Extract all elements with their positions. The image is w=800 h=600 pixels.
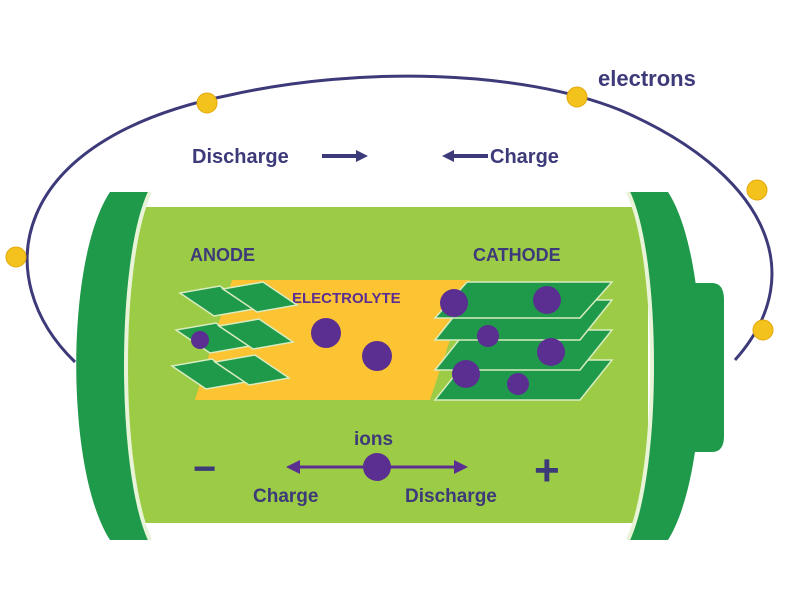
battery-left-cap	[76, 191, 152, 541]
cathode-ion	[452, 360, 480, 388]
circuit-wire	[25, 74, 774, 364]
electron	[196, 92, 218, 114]
anode-tile	[217, 318, 295, 350]
charge-top-arrow	[442, 150, 488, 162]
electron	[746, 179, 768, 201]
discharge-arrowhead	[454, 460, 468, 474]
cathode-ion	[507, 373, 529, 395]
electron-group	[5, 86, 774, 341]
anode-tile	[213, 354, 291, 386]
cathode-ion	[537, 338, 565, 366]
ions-label: ions	[354, 429, 393, 450]
positive-sign: +	[534, 446, 560, 495]
cathode-label: CATHODE	[473, 245, 561, 265]
discharge-top-label: Discharge	[192, 146, 289, 168]
electrons-label: electrons	[598, 66, 696, 91]
electrolyte-label: ELECTROLYTE	[292, 290, 401, 307]
charge-top-label: Charge	[490, 146, 559, 168]
cathode-ions	[440, 286, 565, 395]
positive-terminal	[693, 283, 724, 452]
battery-right-cap	[626, 191, 701, 541]
electron	[566, 86, 588, 108]
electrolyte-ion	[362, 341, 392, 371]
cathode-ion	[477, 325, 499, 347]
discharge-top-arrow	[322, 150, 368, 162]
electrolyte-ion	[311, 318, 341, 348]
electron	[5, 246, 27, 268]
anode-label: ANODE	[190, 245, 255, 265]
electron	[752, 319, 774, 341]
anode-ion	[191, 331, 209, 349]
cathode-ion	[440, 289, 468, 317]
anode-electrode	[170, 281, 299, 390]
negative-sign: −	[193, 447, 216, 491]
anode-tile	[221, 281, 299, 313]
moving-ion	[363, 453, 391, 481]
charge-bottom-label: Charge	[253, 486, 318, 507]
cathode-ion	[533, 286, 561, 314]
discharge-bottom-label: Discharge	[405, 486, 497, 507]
charge-arrowhead	[286, 460, 300, 474]
